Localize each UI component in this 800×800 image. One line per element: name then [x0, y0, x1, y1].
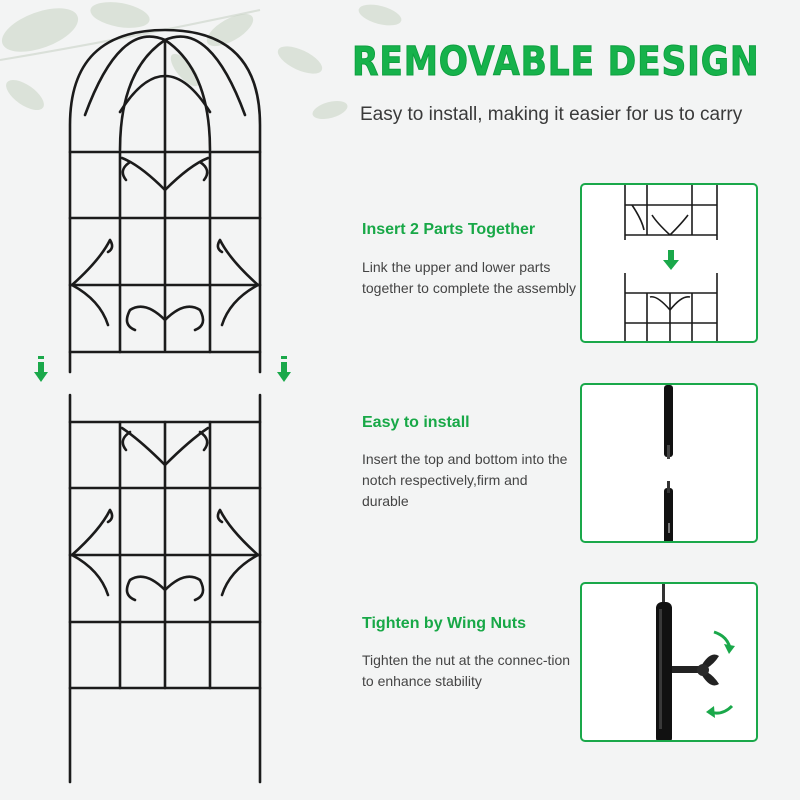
page-subtitle: Easy to install, making it easier for us… — [360, 104, 743, 125]
feature-desc-easy-install: Insert the top and bottom into the notch… — [362, 451, 568, 509]
feature-title-insert-parts: Insert 2 Parts Together — [362, 221, 536, 238]
down-arrow-icon — [34, 356, 48, 382]
feature-title-wing-nuts: Tighten by Wing Nuts — [362, 615, 526, 632]
wing-nut-thumbnail — [580, 582, 758, 742]
feature-desc-wing-nuts: Tighten the nut at the connec-tion to en… — [362, 652, 571, 689]
parts-join-thumbnail — [580, 183, 758, 343]
down-arrow-icon — [663, 250, 679, 270]
pole-notch-thumbnail — [580, 383, 758, 543]
down-arrow-icon — [277, 356, 291, 382]
feature-desc-insert-parts: Link the upper and lower parts together … — [362, 259, 577, 296]
feature-title-easy-install: Easy to install — [362, 414, 470, 431]
pole-notch-illustration-icon — [664, 385, 673, 541]
parts-join-illustration-icon — [624, 185, 718, 341]
rotate-arrow-icon — [706, 630, 735, 718]
page-title: REMOVABLE DESIGN — [352, 39, 760, 85]
wing-nut-illustration-icon — [656, 584, 735, 740]
